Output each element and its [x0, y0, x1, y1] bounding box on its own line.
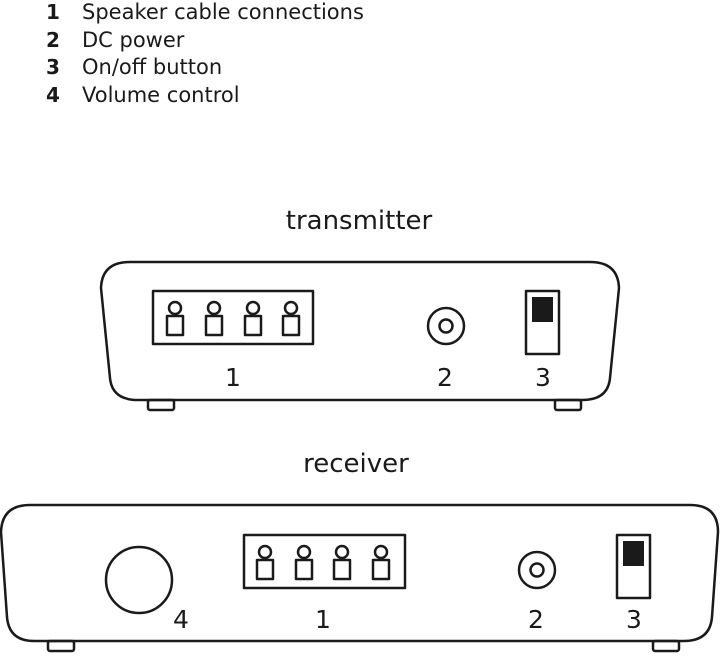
receiver-callout-2: 2 — [528, 605, 544, 634]
receiver-dc-power-jack — [517, 550, 557, 590]
speaker-terminal — [165, 300, 185, 337]
transmitter-callout-2: 2 — [437, 363, 453, 392]
transmitter-dc-power-jack — [426, 306, 466, 346]
transmitter-speaker-terminal-block — [151, 289, 315, 346]
legend-label: Volume control — [82, 82, 240, 107]
speaker-terminal — [255, 544, 275, 581]
speaker-terminal — [332, 544, 352, 581]
legend-number: 4 — [46, 82, 60, 107]
transmitter-unit: 1 2 3 — [99, 260, 621, 412]
transmitter-callout-1: 1 — [225, 363, 241, 392]
receiver-power-switch — [615, 533, 652, 600]
receiver-callout-4: 4 — [173, 605, 189, 634]
receiver-unit: 4 1 2 3 — [0, 503, 720, 653]
speaker-terminal — [281, 300, 301, 337]
legend-label: On/off button — [82, 55, 223, 79]
speaker-terminal — [294, 544, 314, 581]
legend-number: 1 — [46, 0, 60, 24]
receiver-callout-1: 1 — [315, 605, 331, 634]
receiver-volume-knob — [104, 545, 174, 615]
receiver-foot-left — [46, 639, 76, 653]
legend-label: DC power — [82, 27, 185, 52]
legend-number: 3 — [46, 55, 60, 79]
receiver-speaker-terminal-block — [242, 533, 407, 590]
transmitter-callout-3: 3 — [535, 363, 551, 392]
transmitter-body — [99, 260, 621, 402]
transmitter-power-switch — [524, 289, 561, 356]
transmitter-foot-left — [146, 398, 176, 412]
transmitter-title: transmitter — [285, 206, 433, 236]
speaker-terminal — [204, 300, 224, 337]
receiver-title: receiver — [303, 449, 409, 479]
transmitter-foot-right — [553, 398, 583, 412]
speaker-terminal — [243, 300, 263, 337]
receiver-body — [0, 503, 720, 643]
receiver-callout-3: 3 — [626, 605, 642, 634]
speaker-terminal — [371, 544, 391, 581]
legend-number: 2 — [46, 27, 60, 52]
receiver-foot-right — [651, 639, 681, 653]
legend-label: Speaker cable connections — [82, 0, 364, 24]
